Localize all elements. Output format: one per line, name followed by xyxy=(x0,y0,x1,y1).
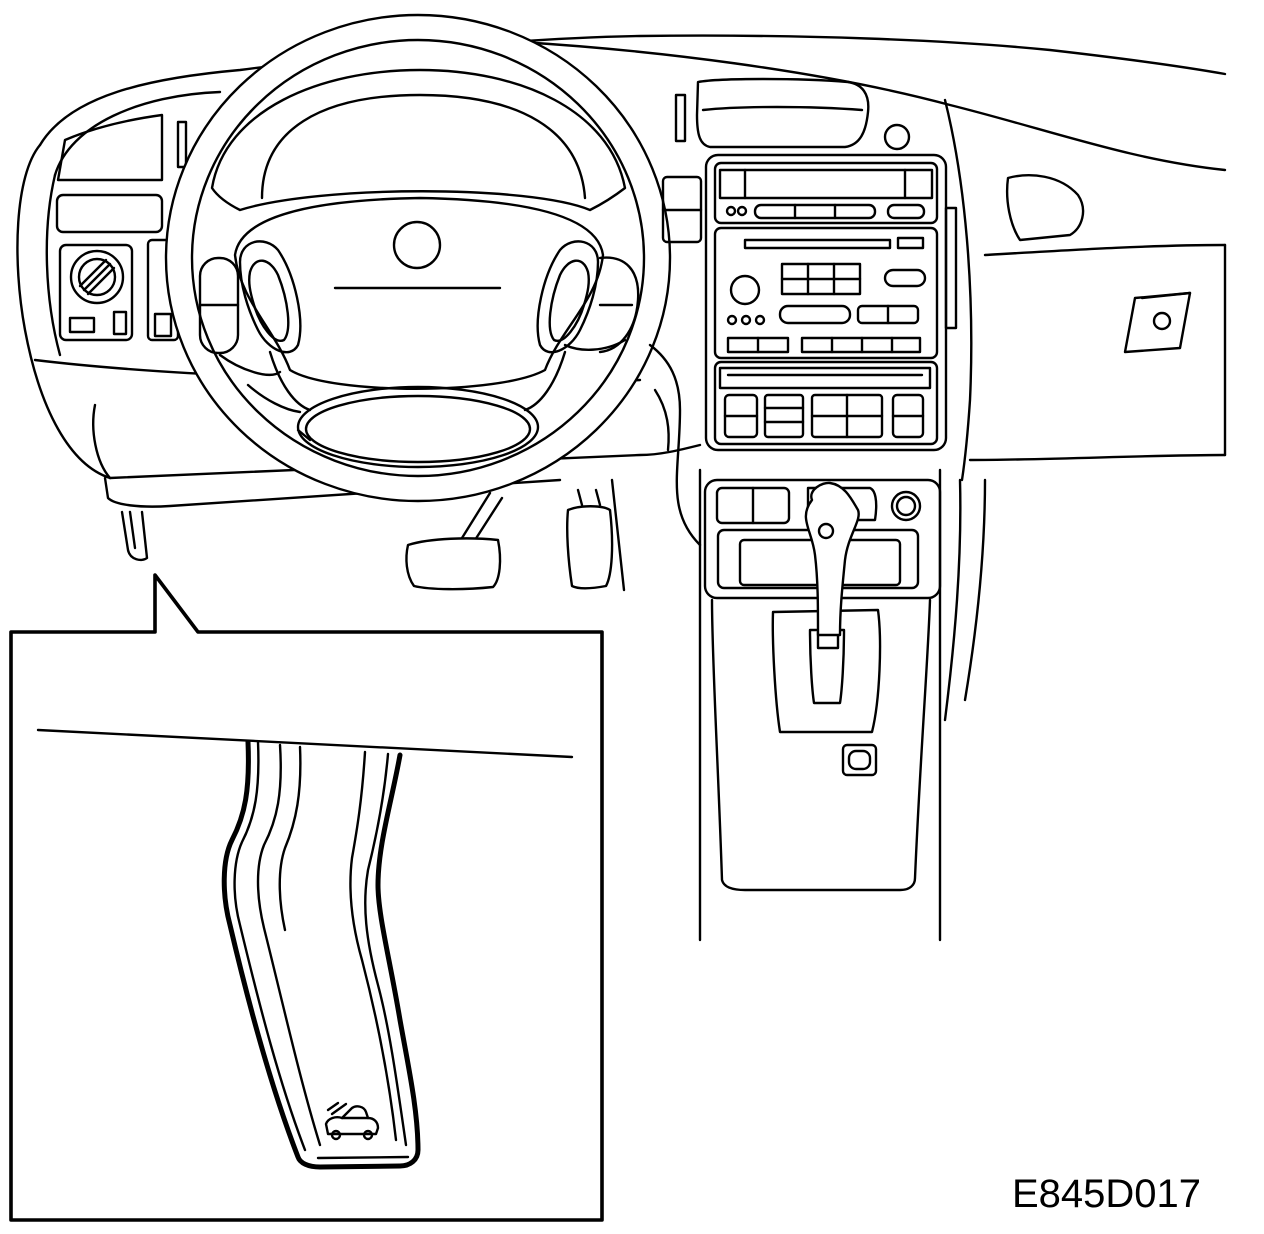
detail-callout xyxy=(11,575,602,1220)
figure-code: E845D017 xyxy=(1012,1172,1202,1216)
console xyxy=(700,470,985,940)
center-stack xyxy=(650,79,1225,545)
right-dash xyxy=(1007,175,1190,352)
pedals xyxy=(406,480,624,590)
car-hood-open-icon xyxy=(326,1103,378,1139)
left-switch-panel xyxy=(57,115,186,340)
hood-release-lever xyxy=(122,512,147,560)
light-switch-knob-icon xyxy=(71,251,123,303)
detail-view xyxy=(38,730,572,1167)
steering-wheel xyxy=(166,15,670,501)
